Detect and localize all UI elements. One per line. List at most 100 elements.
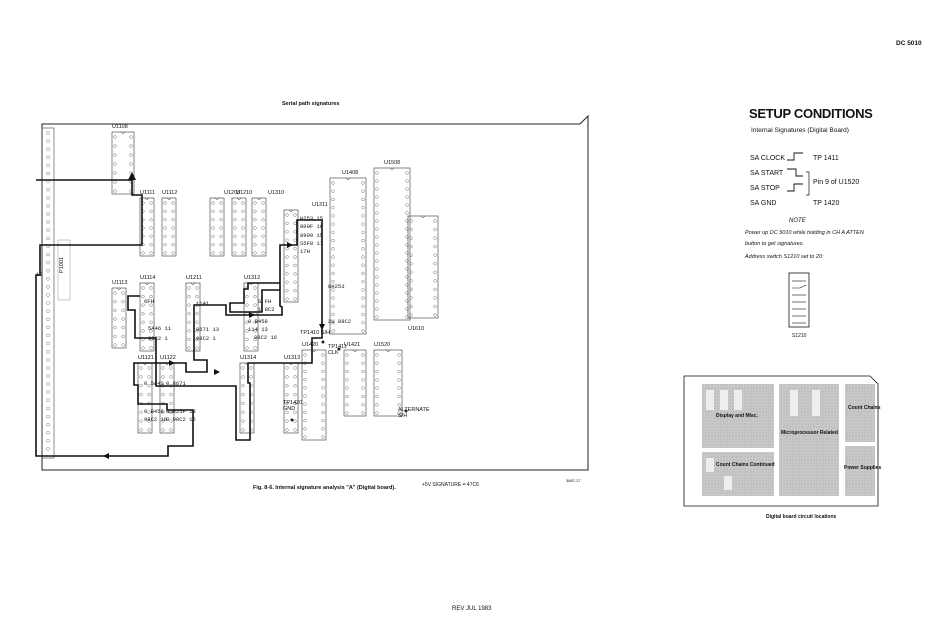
signature-label: 2U 88C2 [328, 318, 352, 325]
ic-pin [345, 378, 349, 382]
ic-pin [219, 201, 223, 205]
ic-pin [303, 386, 307, 390]
ic-u1208 [209, 197, 225, 257]
ic-label-u1211: U1211 [186, 275, 202, 281]
ic-pin [331, 263, 335, 267]
ic-pin [169, 375, 173, 379]
ic-pin [149, 251, 153, 255]
edge-pin [46, 350, 50, 354]
ic-pin [195, 312, 199, 316]
ic-pin [241, 392, 245, 397]
ic-pin [211, 201, 215, 205]
ic-pin [361, 230, 365, 234]
ic-notch [236, 197, 242, 200]
document-id: DC 5010 [896, 40, 922, 47]
ic-pin [321, 427, 325, 431]
ic-pin [397, 386, 401, 390]
ic-pin [375, 219, 379, 223]
ic-label-u1112: U1112 [162, 190, 178, 196]
ic-pin [375, 315, 379, 319]
ic-pin [169, 419, 173, 423]
ic-pin [397, 394, 401, 399]
ic-pin [241, 209, 245, 213]
ic-pin [293, 247, 297, 251]
ic-pin [141, 303, 145, 307]
ic-pin [375, 403, 379, 407]
ic-pin [361, 369, 365, 374]
ic-label-u1311: U1311 [312, 202, 328, 208]
ic-pin [147, 375, 151, 379]
ic-pin [303, 394, 307, 398]
ic-pin [149, 234, 153, 238]
ic-pin [405, 275, 409, 279]
edge-pin [46, 163, 50, 168]
signature-label: 8H253 [328, 283, 345, 290]
edge-pin [46, 187, 50, 192]
ic-pin [241, 410, 245, 414]
ic-pin [303, 427, 307, 431]
ic-pin [293, 297, 297, 301]
ic-notch [190, 282, 196, 285]
ic-u1310 [251, 197, 267, 257]
ic-pin [361, 238, 365, 243]
ic-pin [149, 303, 153, 307]
ic-pin [293, 238, 297, 242]
ic-label-u1314: U1314 [240, 355, 257, 361]
ic-pin [433, 270, 437, 274]
ic-pin [211, 226, 215, 230]
ic-pin [321, 402, 325, 406]
ic-u1408 [329, 177, 367, 335]
ic-pin [405, 267, 409, 271]
edge-connector [41, 127, 55, 459]
ic-pin [361, 403, 365, 407]
signature-label: 0 98C2 16 [166, 416, 196, 423]
edge-pin [46, 204, 50, 208]
signature-label: 98C2 1 [196, 335, 216, 342]
diagram-title: Serial path signatures [282, 101, 340, 107]
ic-pin [375, 259, 379, 263]
ic-pin [303, 353, 307, 357]
ic-pin [141, 286, 145, 290]
ic-pin [375, 394, 379, 399]
signature-label: 0 8671 [166, 380, 186, 387]
ic-pin [139, 428, 143, 432]
ic-pin [169, 392, 173, 397]
ic-pin [241, 201, 245, 205]
ic-pin [285, 366, 289, 370]
ic-pin [331, 296, 335, 300]
ic-pin [361, 255, 365, 259]
signature-label: 0 825F 13 [166, 408, 196, 415]
ic-pin [219, 234, 223, 238]
edge-pin [46, 398, 50, 402]
ic-pin [345, 411, 349, 415]
ic-pin [171, 226, 175, 230]
edge-pin [46, 236, 50, 241]
ic-pin [139, 384, 143, 388]
ic-pin [187, 337, 191, 342]
ic-label-u1310: U1310 [268, 190, 285, 196]
ic-pin [233, 201, 237, 205]
ic-pin [375, 171, 379, 175]
ic-notch [385, 349, 391, 352]
ic-pin [171, 251, 175, 255]
ic-pin [361, 214, 365, 218]
ic-pin [139, 375, 143, 379]
ic-pin [405, 171, 409, 175]
ic-notch [420, 215, 426, 218]
ic-pin [129, 144, 133, 148]
ic-pin [409, 279, 413, 283]
signature-label: 114 13 [248, 326, 268, 333]
ic-pin [113, 162, 117, 166]
ic-pin [241, 226, 245, 230]
ic-pin [409, 219, 413, 223]
ic-pin [375, 369, 379, 374]
ic-pin [331, 255, 335, 259]
ic-pin [375, 353, 379, 357]
ic-pin [285, 419, 289, 423]
ic-pin [245, 329, 249, 333]
ic-notch [345, 177, 351, 180]
signature-label: 1 8C2 [258, 306, 275, 313]
ic-pin [433, 296, 437, 300]
ic-pin [121, 326, 125, 330]
edge-pin [46, 301, 50, 305]
